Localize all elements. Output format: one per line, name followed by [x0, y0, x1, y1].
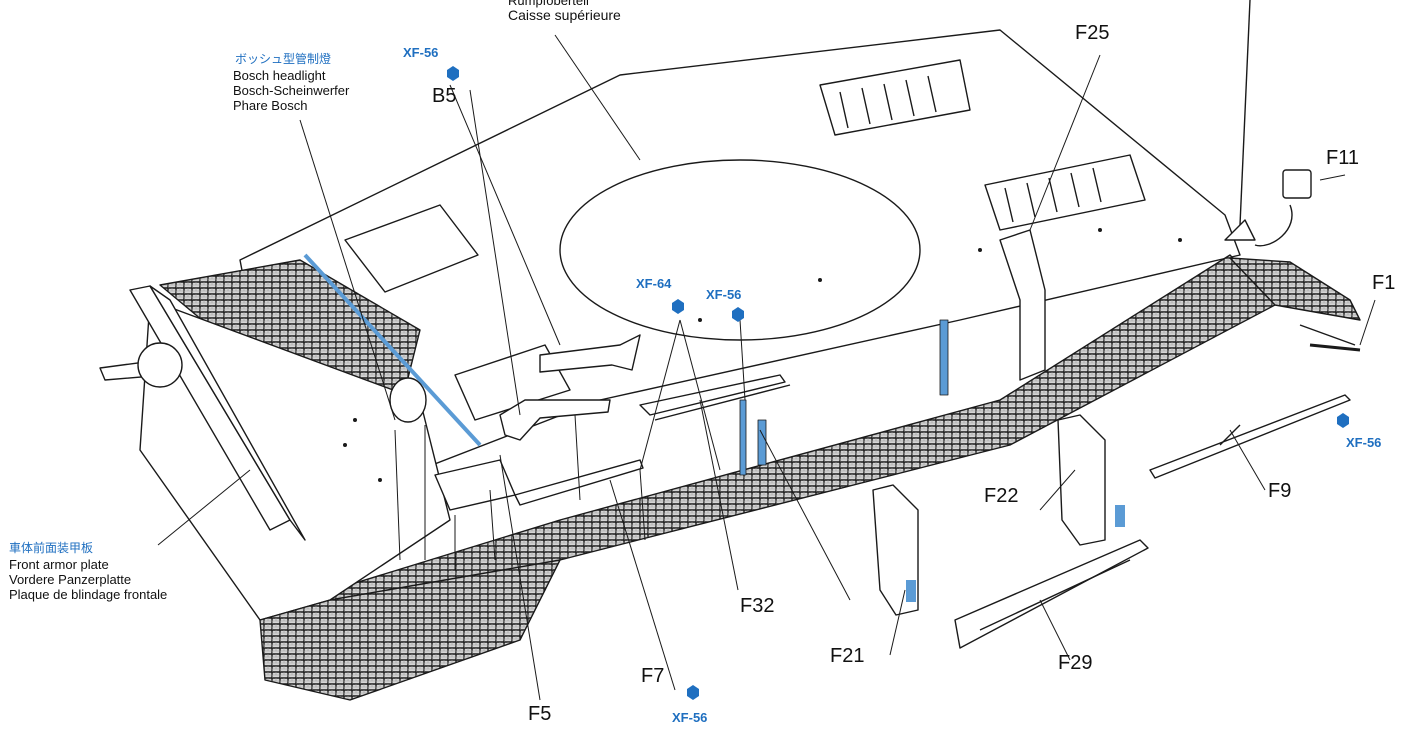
- hull-top-label-fr: Caisse supérieure: [508, 7, 621, 23]
- part-label-f1: F1: [1372, 272, 1396, 294]
- hull-top-label-en: Rumpfoberteil: [508, 0, 589, 8]
- part-f11-shape: [1282, 169, 1312, 199]
- driver-hatch: [344, 204, 479, 293]
- paint-label-xf56-b5: XF-56: [403, 45, 439, 60]
- front-plate-label-fr: Plaque de blindage frontale: [9, 587, 168, 602]
- part-label-f22: F22: [984, 485, 1019, 507]
- part-label-f9: F9: [1268, 480, 1292, 502]
- paint-label-xf56-f9: XF-56: [1346, 435, 1382, 450]
- part-label-b5: B5: [432, 85, 457, 107]
- headlight-label-en: Bosch headlight: [233, 68, 326, 83]
- part-f22-shape: [1057, 414, 1106, 546]
- part-f5-shape: [434, 459, 516, 511]
- turret-ring: [559, 159, 921, 341]
- part-f1-shape: [1309, 343, 1361, 352]
- part-label-f25: F25: [1075, 22, 1110, 44]
- part-label-f7: F7: [641, 665, 665, 687]
- front-plate-label-de: Vordere Panzerplatte: [9, 572, 132, 587]
- part-b5-wrench-2: [499, 399, 611, 441]
- part-label-f29: F29: [1058, 652, 1093, 674]
- part-f32-shape: [639, 374, 786, 416]
- headlight-label-fr: Phare Bosch: [233, 98, 308, 113]
- front-plate-label-en: Front armor plate: [9, 557, 109, 572]
- paint-label-xf56-f7: XF-56: [672, 710, 708, 725]
- part-b5-wrench-1: [539, 334, 641, 373]
- part-f9-shape: [1149, 394, 1351, 479]
- part-label-f5: F5: [528, 703, 552, 725]
- part-label-f21: F21: [830, 645, 865, 667]
- paint-label-xf64: XF-64: [636, 276, 672, 291]
- paint-label-xf56-mid: XF-56: [706, 287, 742, 302]
- part-label-f32: F32: [740, 595, 775, 617]
- headlight-label-jp: ボッシュ型管制燈: [235, 52, 332, 66]
- antenna: [1239, 0, 1251, 226]
- headlight-label-de: Bosch-Scheinwerfer: [233, 83, 350, 98]
- part-f29-shape: [954, 539, 1149, 649]
- engine-grille-1: [819, 59, 971, 136]
- part-label-f11: F11: [1326, 147, 1359, 169]
- front-plate-label-jp: 車体前面装甲板: [9, 541, 94, 555]
- engine-grille-2: [984, 154, 1146, 231]
